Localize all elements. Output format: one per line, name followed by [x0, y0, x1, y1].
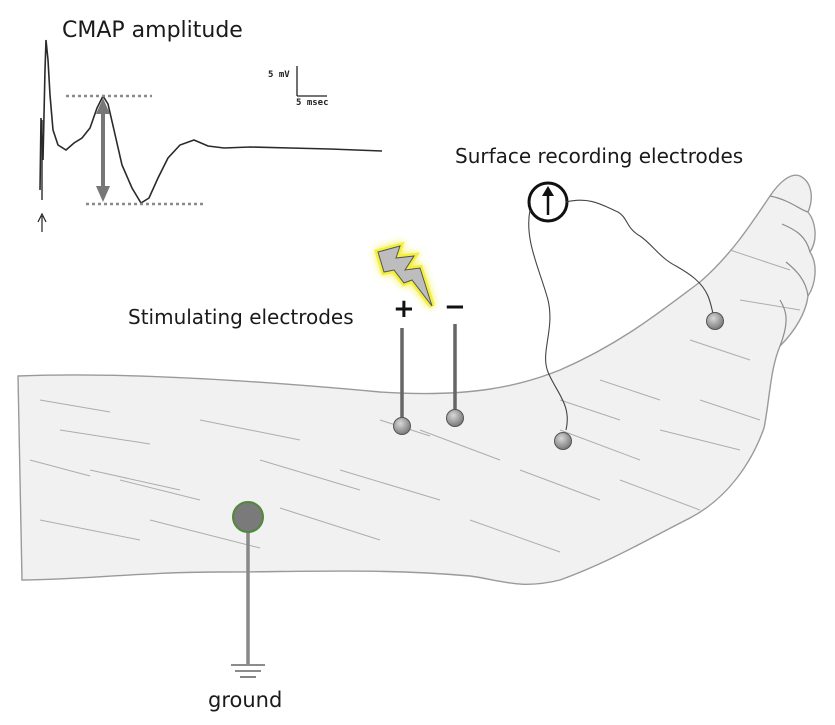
cmap-waveform [39, 39, 383, 205]
ground-symbol-icon [231, 664, 265, 678]
cmap-amplitude-title: CMAP amplitude [62, 18, 243, 43]
stimulating-electrode-cathode [446, 324, 464, 427]
stimulating-electrode-anode [393, 328, 411, 435]
anode-plus-sign: + [393, 294, 415, 324]
stimulating-electrodes-label: Stimulating electrodes [128, 305, 354, 329]
leg-sketch [17, 174, 816, 586]
amplitude-double-arrow [96, 98, 110, 202]
recording-electrode-distal [706, 312, 724, 330]
circled-up-arrow-icon [527, 181, 569, 223]
ground-label: ground [208, 688, 283, 712]
scale-time-label: 5 msec [296, 98, 329, 108]
surface-recording-label: Surface recording electrodes [455, 144, 744, 168]
scale-amplitude-label: 5 mV [268, 70, 290, 80]
lightning-bolt-icon [374, 241, 435, 308]
amplitude-guides [66, 94, 206, 206]
stimulus-artifact-arrow [37, 212, 47, 232]
recording-electrode-proximal [554, 432, 572, 450]
recording-lead-wires [528, 199, 715, 431]
scale-bar [296, 66, 327, 97]
ground-electrode [232, 501, 264, 664]
cathode-minus-sign: − [444, 292, 466, 322]
